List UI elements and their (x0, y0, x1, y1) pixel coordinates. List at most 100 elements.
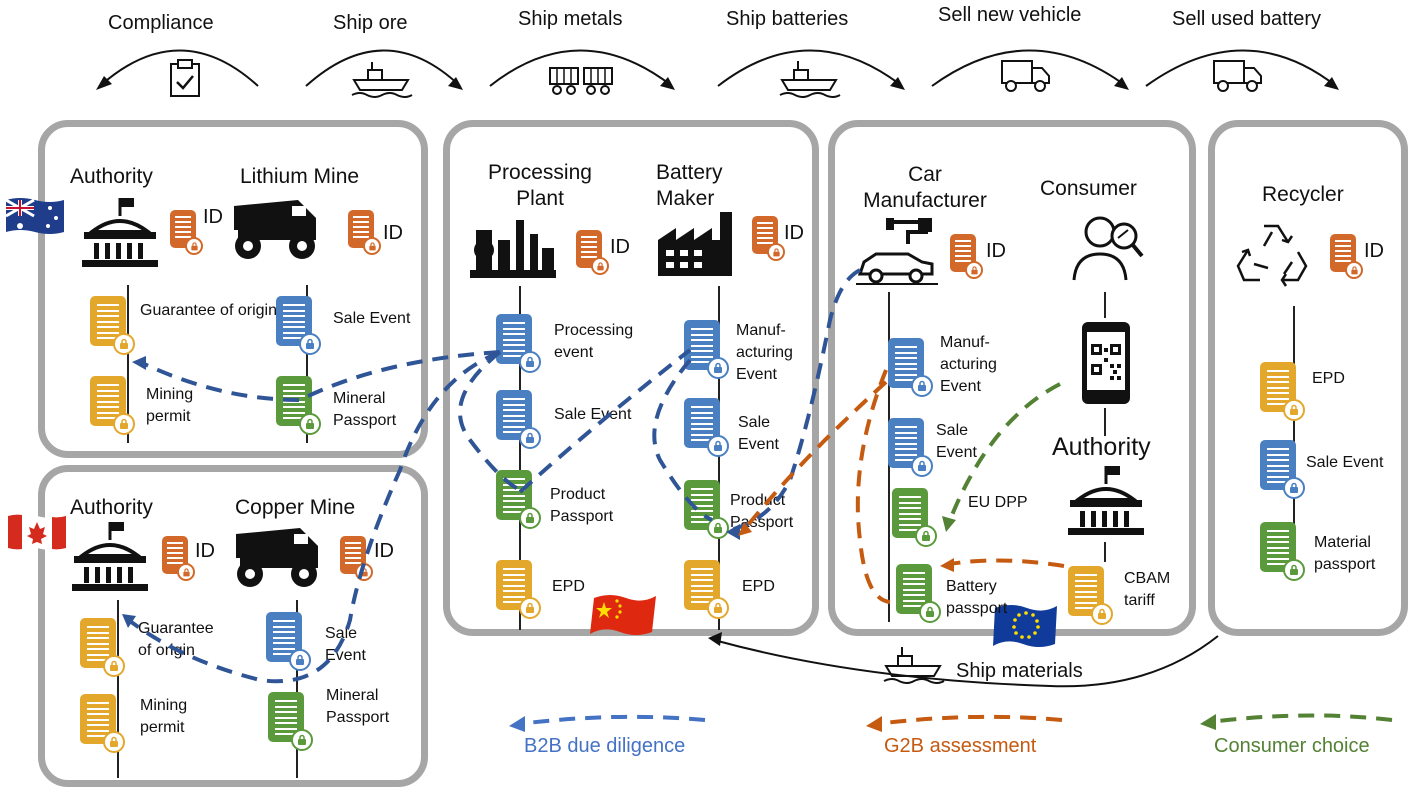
doc-label: Guarantee of origin (140, 302, 277, 319)
mining-truck-icon (234, 200, 316, 259)
document-id-icon (576, 230, 609, 275)
legend-b2b-arrow (509, 714, 706, 732)
ship-icon (883, 647, 945, 684)
doc-label: EU DPP (968, 494, 1028, 511)
document-id-icon (170, 210, 203, 255)
document-icon (684, 398, 729, 457)
id-label: ID (1364, 240, 1384, 262)
doc-label: Mineral Passport (326, 687, 390, 726)
doc-label: Guarantee of origin (138, 620, 214, 659)
document-icon (1260, 522, 1305, 581)
document-id-icon (1330, 234, 1363, 279)
id-label: ID (374, 540, 394, 562)
doc-label: Sale Event (936, 422, 977, 461)
document-icon (896, 564, 941, 623)
government-building-icon (82, 198, 158, 267)
legend-b2b-label: B2B due diligence (524, 735, 686, 757)
battery-maker-title: Battery Maker (656, 161, 723, 210)
flow-sell-new-vehicle-label: Sell new vehicle (938, 4, 1082, 26)
document-icon (684, 560, 729, 619)
document-icon (268, 692, 313, 751)
ship-icon (779, 61, 841, 98)
doc-label: Mining permit (146, 386, 194, 425)
id-label: ID (383, 222, 403, 244)
consumer-title: Consumer (1040, 177, 1137, 200)
id-label: ID (986, 240, 1006, 262)
document-icon (888, 418, 933, 477)
document-id-icon (752, 216, 785, 261)
document-icon (888, 338, 933, 397)
document-icon (90, 296, 135, 355)
legend-consumer-label: Consumer choice (1214, 735, 1370, 757)
document-icon (80, 618, 125, 677)
doc-label: Product Passport (730, 492, 794, 531)
document-id-icon (162, 536, 195, 581)
document-icon (684, 320, 729, 379)
document-icon (496, 314, 541, 373)
flow-sell-used-battery-label: Sell used battery (1172, 8, 1321, 30)
doc-label: Sale Event (325, 625, 366, 664)
legend-consumer-arrow (1200, 713, 1393, 730)
truck-icon (1001, 60, 1050, 92)
car-assembly-icon (856, 218, 938, 285)
train-icon (549, 67, 613, 95)
document-icon (266, 612, 311, 671)
document-icon (684, 480, 729, 539)
flow-ship-ore-label: Ship ore (333, 12, 408, 34)
flag-australia-icon (6, 198, 64, 234)
document-icon (496, 560, 541, 619)
document-icon (1260, 440, 1305, 499)
doc-label: Sale Event (554, 406, 632, 423)
doc-label: Sale Event (1306, 454, 1384, 471)
document-id-icon (950, 234, 983, 279)
clipboard-icon (170, 59, 200, 97)
ship-materials-label: Ship materials (956, 660, 1083, 682)
mining-truck-icon (236, 528, 318, 587)
processing-plant-title: Processing Plant (488, 161, 592, 210)
factory-plant-icon (470, 220, 556, 278)
flow-ship-metals-label: Ship metals (518, 8, 623, 30)
lithium-mine-title: Lithium Mine (240, 165, 360, 188)
doc-label: Sale Event (738, 414, 779, 453)
legend-g2b-arrow (866, 714, 1063, 732)
doc-label: Mineral Passport (333, 390, 397, 429)
document-icon (496, 470, 541, 529)
government-building-icon (1068, 466, 1144, 535)
copper-mine-title: Copper Mine (235, 496, 356, 519)
doc-label: Mining permit (140, 697, 188, 736)
id-label: ID (203, 206, 223, 228)
id-label: ID (784, 222, 804, 244)
id-label: ID (610, 236, 630, 258)
id-label: ID (195, 540, 215, 562)
doc-label: Material passport (1314, 534, 1376, 573)
authority-ca-title: Authority (70, 496, 153, 519)
flow-ship-batteries-label: Ship batteries (726, 8, 849, 30)
document-icon (496, 390, 541, 449)
government-building-icon (72, 522, 148, 591)
doc-label: EPD (742, 578, 775, 595)
factory-icon (658, 212, 732, 276)
car-manufacturer-title: Car Manufacturer (863, 163, 987, 212)
doc-label: Manuf- acturing Event (940, 334, 997, 395)
authority-eu-title: Authority (1052, 433, 1151, 461)
document-icon (276, 376, 321, 435)
document-id-icon (340, 536, 373, 581)
legend-g2b-label: G2B assessment (884, 735, 1037, 757)
box-recycler (1208, 120, 1408, 636)
truck-icon (1213, 60, 1262, 92)
document-icon (892, 488, 937, 547)
recycle-icon (1236, 224, 1308, 287)
flag-china-icon (590, 595, 656, 635)
document-icon (1260, 362, 1305, 421)
flag-canada-icon (8, 514, 66, 550)
flow-compliance-label: Compliance (108, 12, 214, 34)
consumer-magnifier-icon (1072, 216, 1144, 281)
document-icon (276, 296, 321, 355)
smartphone-qr-icon (1082, 322, 1130, 404)
document-icon (90, 376, 135, 435)
document-icon (80, 694, 125, 753)
recycler-title: Recycler (1262, 183, 1344, 206)
document-id-icon (348, 210, 381, 255)
authority-au-title: Authority (70, 165, 153, 188)
